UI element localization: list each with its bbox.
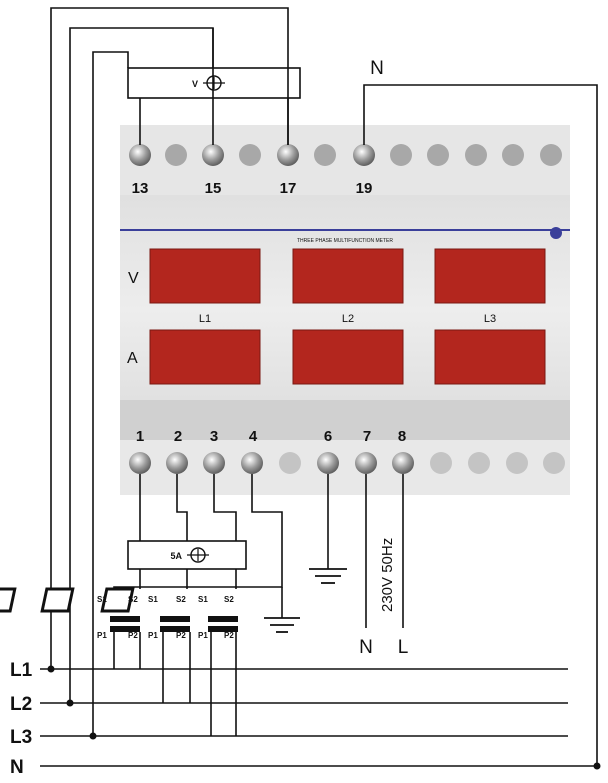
display-v-l3 [434,248,546,304]
ct-p2-label: P2 [128,631,138,640]
voltage-measure-box: V [127,67,301,99]
ct-s2-label: S2 [128,595,138,604]
phase-label-l1: L1 [199,313,211,325]
ct-p1-label: P1 [97,631,107,640]
ct-p2-label: P2 [224,631,234,640]
supply-lines: L1 L2 L3 N [10,660,601,778]
bottom-terminal-label: 1 [136,428,144,445]
bottom-terminal-label: 8 [398,428,406,445]
voltmeter-icon [203,75,225,91]
display-v-l1 [149,248,261,304]
voltage-wiring [50,7,598,766]
ground-icon [309,474,347,584]
current-wiring [139,474,283,618]
top-terminal-label: 13 [132,180,149,197]
current-transformers: S1 S2 P1 P2 S1 S2 P1 P2 S1 S2 P1 P2 [0,569,238,736]
supply-l-label: L [398,637,409,658]
bottom-terminal-label: 3 [210,428,218,445]
bottom-terminal-label: 4 [249,428,258,445]
ct-p1-label: P1 [148,631,158,640]
terminal-screw-15-icon [202,144,224,166]
neutral-top-label: N [370,58,384,79]
ground-icon [264,617,300,633]
status-led-icon [550,227,562,239]
current-measure-box: 5A [127,540,247,570]
phase-label-l3: L3 [484,313,496,325]
ct-p2-label: P2 [176,631,186,640]
terminal-screw-4-icon [241,452,263,474]
ct-s1-label: S1 [198,595,208,604]
terminal-screw-6-icon [317,452,339,474]
display-v-l2 [292,248,404,304]
supply-n-label: N [359,637,373,658]
bottom-terminal-label: 7 [363,428,371,445]
supply-rating-label: 230V 50Hz [379,538,396,612]
ct-s1-label: S1 [148,595,158,604]
terminal-screw-3-icon [203,452,225,474]
line-label-l2: L2 [10,694,32,715]
terminal-screw-8-icon [392,452,414,474]
bottom-terminal-label: 6 [324,428,332,445]
meter-body: THREE PHASE MULTIFUNCTION METER 13 15 17… [120,125,570,495]
phase-label-l2: L2 [342,313,354,325]
top-terminal-label: 17 [280,180,297,197]
terminal-screw-13-icon [129,144,151,166]
ct-p1-label: P1 [198,631,208,640]
bottom-terminal-label: 2 [174,428,182,445]
line-label-l1: L1 [10,660,33,681]
voltage-box-label: V [192,79,198,89]
ct-s1-label: S1 [97,595,107,604]
terminal-screw-2-icon [166,452,188,474]
ct-s2-label: S2 [176,595,186,604]
display-a-l2 [292,329,404,385]
meter-header-text: THREE PHASE MULTIFUNCTION METER [297,238,393,244]
row-label-v: V [128,270,139,287]
bottom-terminal-strip [129,452,565,474]
terminal-screw-17-icon [277,144,299,166]
display-a-l1 [149,329,261,385]
top-terminal-label: 15 [205,180,222,197]
terminal-screw-7-icon [355,452,377,474]
display-a-l3 [434,329,546,385]
ammeter-icon [187,547,209,563]
line-label-l3: L3 [10,727,32,748]
line-label-n: N [10,757,24,778]
row-label-a: A [127,350,138,367]
ct-s2-label: S2 [224,595,234,604]
terminal-screw-1-icon [129,452,151,474]
auxiliary-supply: 230V 50Hz N L [359,474,408,658]
top-terminal-strip [129,144,562,166]
current-box-label: 5A [170,551,182,561]
terminal-screw-19-icon [353,144,375,166]
top-terminal-label: 19 [356,180,373,197]
